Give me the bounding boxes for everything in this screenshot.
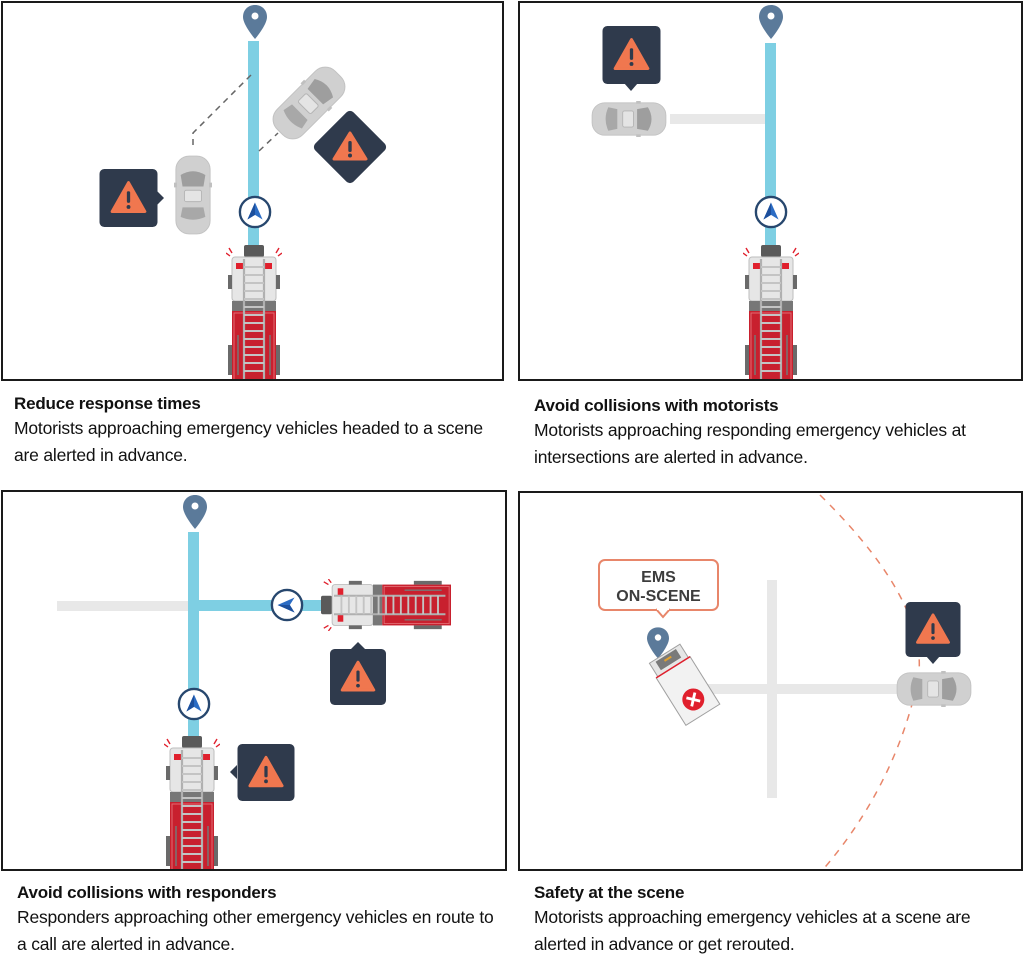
proximity-dashed-lines [192, 74, 279, 152]
alert-icon [329, 649, 387, 705]
car-icon [174, 155, 212, 235]
caption-title: Safety at the scene [534, 883, 685, 902]
cross-road [57, 601, 197, 611]
fire-truck-icon [164, 736, 220, 869]
panel-avoid-collisions-motorists [518, 1, 1023, 381]
car-icon [591, 101, 667, 137]
navigation-arrow-icon [270, 588, 304, 622]
navigation-arrow-icon [754, 195, 788, 229]
navigation-arrow-icon [177, 687, 211, 721]
alert-pointer [230, 765, 237, 779]
caption-title: Reduce response times [14, 394, 201, 413]
cross-road [670, 114, 770, 124]
panel-safety-at-scene: EMS ON-SCENE [518, 491, 1023, 871]
caption-avoid-collisions-motorists: Avoid collisions with motorists Motorist… [534, 395, 1024, 471]
fire-truck-icon [321, 579, 451, 631]
caption-body: Motorists approaching emergency vehicles… [534, 907, 971, 954]
ems-label-line2: ON-SCENE [616, 588, 701, 605]
destination-pin-icon [759, 5, 783, 39]
ambulance-icon [648, 643, 721, 727]
route-line [248, 41, 259, 251]
route-line [193, 600, 323, 611]
alert-icon [602, 26, 661, 84]
alert-icon [905, 602, 961, 657]
alert-icon [237, 744, 295, 801]
caption-body: Responders approaching other emergency v… [17, 907, 494, 954]
caption-body: Motorists approaching responding emergen… [534, 420, 966, 467]
ems-label-line1: EMS [641, 569, 676, 586]
route-line [188, 532, 199, 747]
cross-road-horizontal [700, 684, 900, 694]
caption-body: Motorists approaching emergency vehicles… [14, 418, 483, 465]
caption-avoid-collisions-responders: Avoid collisions with responders Respond… [17, 882, 507, 958]
alert-pointer [351, 642, 365, 649]
alert-pointer [926, 656, 940, 664]
fire-truck-icon [743, 245, 799, 379]
fire-truck-icon [226, 245, 282, 379]
panel-avoid-collisions-responders [1, 490, 507, 871]
caption-title: Avoid collisions with responders [17, 883, 277, 902]
alert-icon [313, 110, 387, 184]
destination-pin-icon [243, 5, 267, 39]
route-line [765, 43, 776, 248]
caption-reduce-response-times: Reduce response times Motorists approach… [14, 393, 504, 469]
destination-pin-icon [183, 495, 207, 529]
ems-on-scene-callout: EMS ON-SCENE [598, 559, 719, 619]
caption-safety-at-scene: Safety at the scene Motorists approachin… [534, 882, 1024, 958]
caption-title: Avoid collisions with motorists [534, 396, 779, 415]
navigation-arrow-icon [238, 195, 272, 229]
alert-icon [99, 169, 158, 227]
panel-reduce-response-times [1, 1, 504, 381]
car-icon [896, 671, 972, 707]
alert-pointer [157, 191, 164, 205]
alert-pointer [624, 83, 638, 91]
